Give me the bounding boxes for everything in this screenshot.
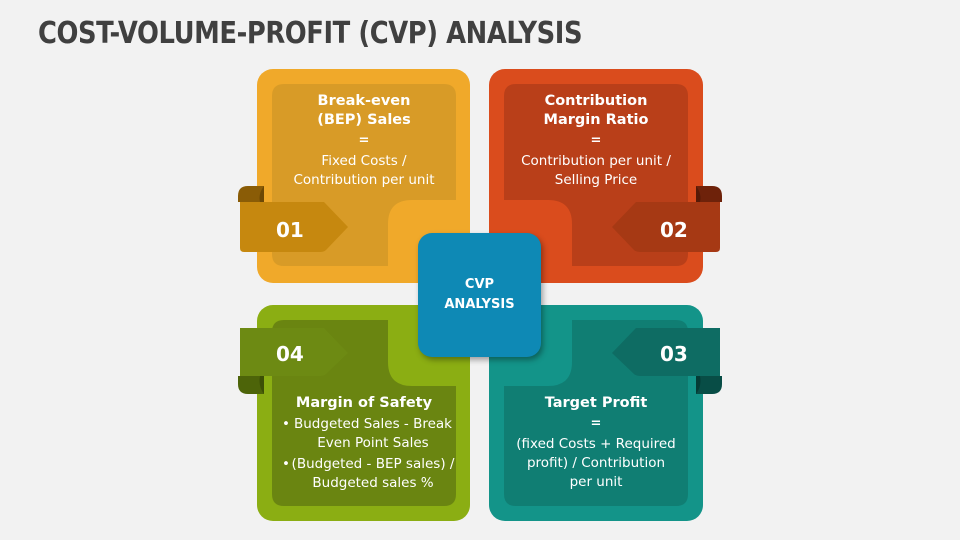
ribbon-number-03: 03: [660, 342, 688, 366]
bullet-line: (Budgeted - BEP sales) /: [291, 456, 455, 472]
ribbon-number-01: 01: [276, 218, 304, 242]
bullet-line: Even Point Sales: [317, 435, 429, 451]
quadrant-03-heading: Target Profit: [544, 395, 648, 411]
formula-line: Selling Price: [554, 172, 638, 188]
equals-sign: =: [590, 416, 602, 431]
formula-line: Fixed Costs /: [321, 153, 407, 169]
ribbon-number-02: 02: [660, 218, 688, 242]
ribbon-number-04: 04: [276, 342, 304, 366]
quadrant-04-bullet-list: • Budgeted Sales - Break Even Point Sale…: [272, 415, 456, 493]
bullet-line: Budgeted Sales - Break: [293, 416, 453, 432]
center-cvp-analysis-box: CVP ANALYSIS: [418, 233, 541, 357]
bullet-item: • Budgeted Sales - Break Even Point Sale…: [272, 415, 456, 453]
ribbon-tab-04: 04: [238, 326, 350, 394]
quadrant-01-formula: Fixed Costs / Contribution per unit: [272, 152, 456, 190]
quadrant-04-text: Margin of Safety • Budgeted Sales - Brea…: [272, 394, 456, 495]
ribbon-tab-01: 01: [238, 186, 350, 264]
ribbon-tab-03: 03: [610, 326, 722, 394]
heading-line: (BEP) Sales: [317, 112, 411, 128]
equals-sign: =: [358, 133, 370, 148]
quadrant-03-formula: (fixed Costs + Required profit) / Contri…: [504, 435, 688, 492]
equals-sign: =: [590, 133, 602, 148]
quadrant-02-heading: Contribution Margin Ratio: [504, 92, 688, 130]
center-label-line2: ANALYSIS: [444, 297, 515, 312]
quadrant-01-heading: Break-even (BEP) Sales: [272, 92, 456, 130]
bullet-icon: •: [282, 456, 290, 472]
formula-line: Contribution per unit /: [521, 153, 671, 169]
page-title: COST-VOLUME-PROFIT (CVP) ANALYSIS: [38, 16, 583, 51]
bullet-line: Budgeted sales %: [312, 475, 434, 491]
formula-line: (fixed Costs + Required: [516, 436, 676, 452]
quadrant-02-text: Contribution Margin Ratio = Contribution…: [504, 92, 688, 190]
formula-line: Contribution per unit: [293, 172, 435, 188]
quadrant-04-heading: Margin of Safety: [295, 395, 433, 411]
quadrant-03-text: Target Profit = (fixed Costs + Required …: [504, 394, 688, 492]
quadrant-02-formula: Contribution per unit / Selling Price: [504, 152, 688, 190]
bullet-item: • (Budgeted - BEP sales) / Budgeted sale…: [272, 455, 456, 493]
heading-line: Margin Ratio: [543, 112, 649, 128]
heading-line: Contribution: [544, 93, 648, 109]
ribbon-tab-02: 02: [610, 186, 722, 264]
heading-line: Break-even: [317, 93, 411, 109]
quadrant-01-text: Break-even (BEP) Sales = Fixed Costs / C…: [272, 92, 456, 190]
center-label-line1: CVP: [464, 277, 495, 292]
bullet-icon: •: [282, 416, 290, 432]
formula-line: profit) / Contribution: [526, 455, 666, 471]
formula-line: per unit: [569, 474, 623, 490]
